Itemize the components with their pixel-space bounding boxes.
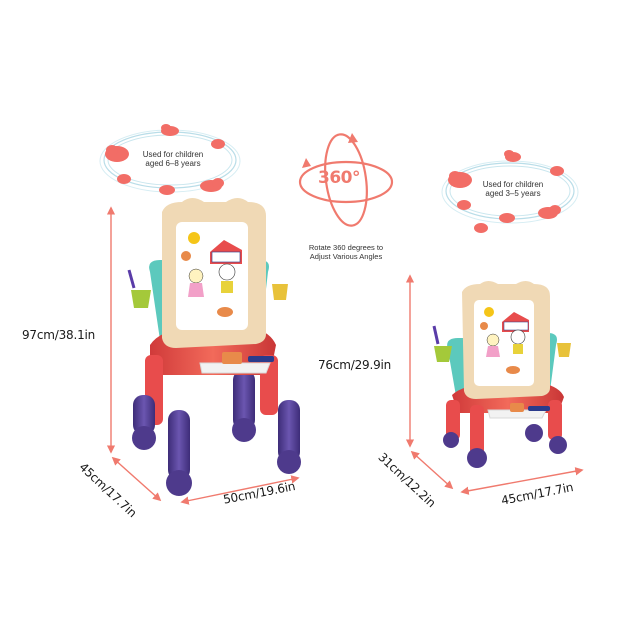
cloud-icon (448, 150, 564, 233)
small-height-label: 76cm/29.9in (318, 358, 392, 372)
age-badge-small: Used for children aged 3–5 years (468, 180, 558, 198)
small-dimension-arrows (405, 274, 584, 495)
large-easel-image (127, 198, 301, 496)
age-badge-large: Used for children aged 6–8 years (128, 150, 218, 168)
cloud-icon (105, 124, 225, 195)
rotation-caption: Rotate 360 degrees to Adjust Various Ang… (290, 243, 402, 261)
age-badge-small-line2: aged 3–5 years (485, 189, 541, 198)
large-dimension-arrows (106, 206, 300, 505)
age-badge-small-line1: Used for children (482, 180, 544, 189)
age-badge-large-line1: Used for children (142, 150, 204, 159)
rotate-360-badge: 360° (318, 168, 361, 188)
age-badge-large-line2: aged 6–8 years (145, 159, 201, 168)
age-badge-large-swirl (99, 124, 241, 195)
rotate-360-icon (298, 133, 394, 227)
large-height-label: 97cm/38.1in (22, 328, 96, 342)
age-badge-small-swirl (441, 150, 579, 233)
rotation-caption-line2: Adjust Various Angles (309, 251, 383, 261)
small-easel-image (432, 281, 571, 468)
rotation-caption-line1: Rotate 360 degrees to (308, 243, 384, 252)
